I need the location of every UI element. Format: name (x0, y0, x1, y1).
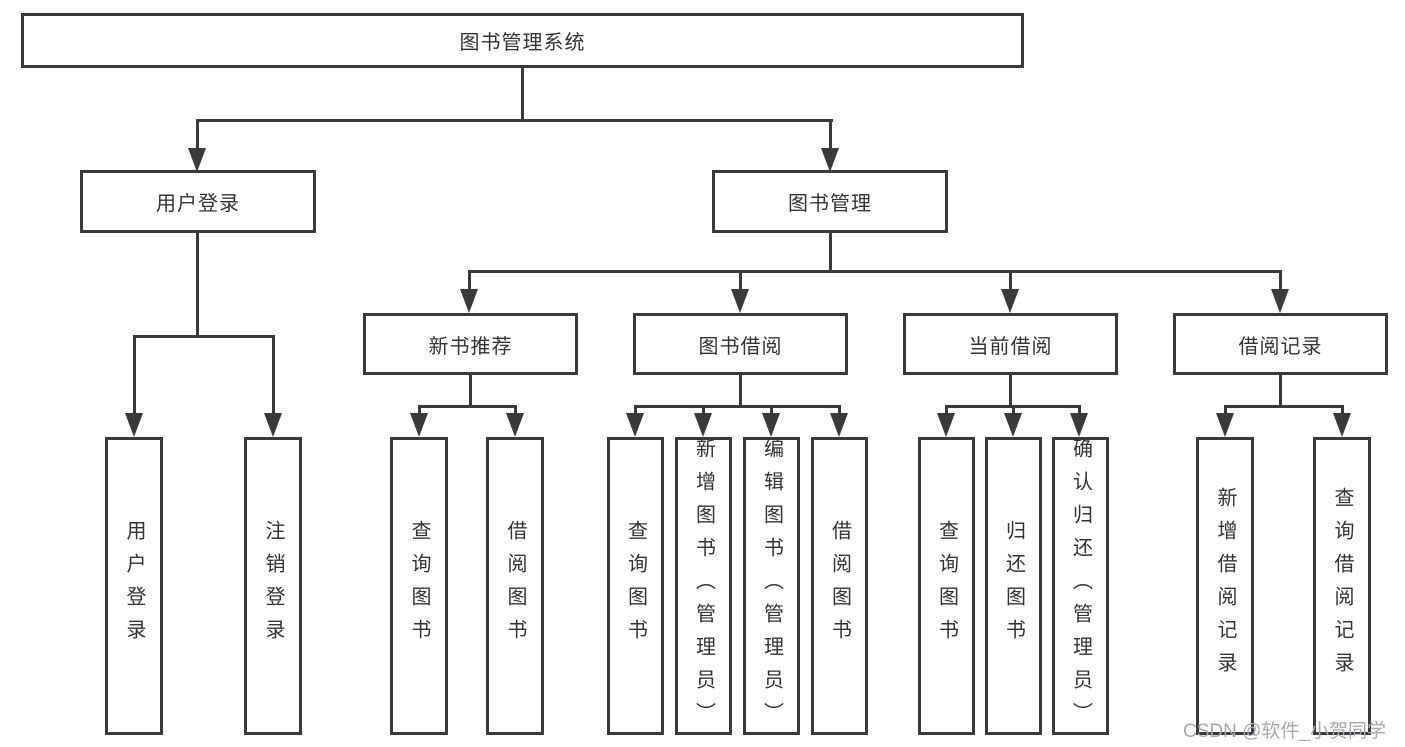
node-book-borrow: 图书借阅 (633, 313, 848, 375)
connector-line (1009, 270, 1012, 291)
connector-line (468, 270, 1282, 273)
arrow-down-icon (626, 413, 644, 437)
arrow-down-icon (937, 413, 955, 437)
arrow-down-icon (694, 413, 712, 437)
leaf-user-login: 用户登录 (105, 437, 163, 735)
leaf-query-books-recommend: 查询图书 (390, 437, 448, 735)
connector-line (514, 405, 517, 415)
node-new-book-recommend-label: 新书推荐 (428, 335, 513, 358)
node-root: 图书管理系统 (21, 13, 1024, 68)
leaf-return-books-label: 归还图书 (1002, 520, 1025, 652)
leaf-borrow-books-recommend: 借阅图书 (486, 437, 544, 735)
leaf-return-books: 归还图书 (985, 437, 1042, 735)
leaf-add-borrow-record-label: 新增借阅记录 (1214, 487, 1236, 685)
leaf-logout: 注销登录 (244, 437, 302, 735)
connector-line (468, 270, 471, 291)
arrow-down-icon (830, 413, 848, 437)
leaf-edit-books-admin: 编辑图书（管理员） (743, 437, 800, 735)
arrow-down-icon (1004, 413, 1022, 437)
connector-line (739, 270, 742, 291)
leaf-borrow-books-recommend-label: 借阅图书 (504, 520, 526, 652)
leaf-query-borrow-record: 查询借阅记录 (1313, 437, 1371, 735)
connector-line (1224, 405, 1227, 415)
arrow-down-icon (731, 289, 749, 313)
connector-line (838, 405, 841, 415)
leaf-borrow-books-label: 借阅图书 (828, 520, 851, 652)
connector-line (133, 335, 275, 338)
node-book-management-label: 图书管理 (788, 193, 872, 215)
leaf-query-books-current-label: 查询图书 (935, 520, 958, 652)
leaf-add-books-admin: 新增图书（管理员） (675, 437, 732, 735)
leaf-query-books-borrow-label: 查询图书 (624, 520, 647, 652)
leaf-query-books-borrow: 查询图书 (607, 437, 664, 735)
connector-line (1078, 405, 1081, 415)
connector-line (702, 405, 705, 415)
node-root-label: 图书管理系统 (459, 32, 586, 54)
connector-line (418, 405, 421, 415)
connector-line (469, 373, 472, 407)
watermark: CSDN @软件_小贺同学 (1183, 721, 1386, 742)
leaf-query-borrow-record-label: 查询借阅记录 (1331, 487, 1353, 685)
connector-line (1009, 373, 1012, 407)
node-borrow-records: 借阅记录 (1173, 313, 1388, 375)
arrow-down-icon (188, 148, 206, 172)
leaf-query-books-recommend-label: 查询图书 (408, 520, 430, 652)
arrow-down-icon (821, 148, 839, 172)
leaf-add-borrow-record: 新增借阅记录 (1196, 437, 1254, 735)
connector-line (521, 66, 524, 121)
connector-line (945, 405, 948, 415)
connector-line (829, 119, 832, 152)
connector-line (418, 405, 516, 408)
node-book-management: 图书管理 (712, 170, 948, 233)
connector-line (272, 335, 275, 415)
connector-line (1279, 373, 1282, 407)
arrow-down-icon (264, 413, 282, 437)
node-borrow-records-label: 借阅记录 (1238, 335, 1323, 358)
connector-line (1224, 405, 1343, 408)
leaf-edit-books-admin-label: 编辑图书（管理员） (760, 437, 783, 735)
node-current-borrow-label: 当前借阅 (968, 335, 1053, 358)
leaf-add-books-admin-label: 新增图书（管理员） (692, 437, 715, 735)
leaf-query-books-current: 查询图书 (918, 437, 975, 735)
node-new-book-recommend: 新书推荐 (363, 313, 578, 375)
arrow-down-icon (506, 413, 524, 437)
leaf-user-login-label: 用户登录 (123, 520, 145, 652)
connector-line (829, 231, 832, 272)
node-user-login-label: 用户登录 (156, 193, 240, 215)
arrow-down-icon (1333, 413, 1351, 437)
connector-line (634, 405, 637, 415)
connector-line (196, 231, 199, 337)
connector-line (196, 119, 833, 122)
leaf-confirm-return-admin: 确认归还（管理员） (1052, 437, 1109, 735)
connector-line (1279, 270, 1282, 291)
connector-line (1341, 405, 1344, 415)
connector-line (1012, 405, 1015, 415)
connector-line (133, 335, 136, 415)
leaf-borrow-books: 借阅图书 (811, 437, 868, 735)
arrow-down-icon (1216, 413, 1234, 437)
connector-line (196, 119, 199, 152)
arrow-down-icon (410, 413, 428, 437)
connector-line (770, 405, 773, 415)
arrow-down-icon (1001, 289, 1019, 313)
connector-line (634, 405, 840, 408)
node-user-login: 用户登录 (80, 170, 316, 233)
arrow-down-icon (460, 289, 478, 313)
node-book-borrow-label: 图书借阅 (698, 335, 783, 358)
connector-line (739, 373, 742, 407)
arrow-down-icon (1271, 289, 1289, 313)
arrow-down-icon (762, 413, 780, 437)
leaf-confirm-return-admin-label: 确认归还（管理员） (1069, 437, 1092, 735)
node-current-borrow: 当前借阅 (903, 313, 1118, 375)
arrow-down-icon (1070, 413, 1088, 437)
leaf-logout-label: 注销登录 (262, 520, 284, 652)
arrow-down-icon (125, 413, 143, 437)
